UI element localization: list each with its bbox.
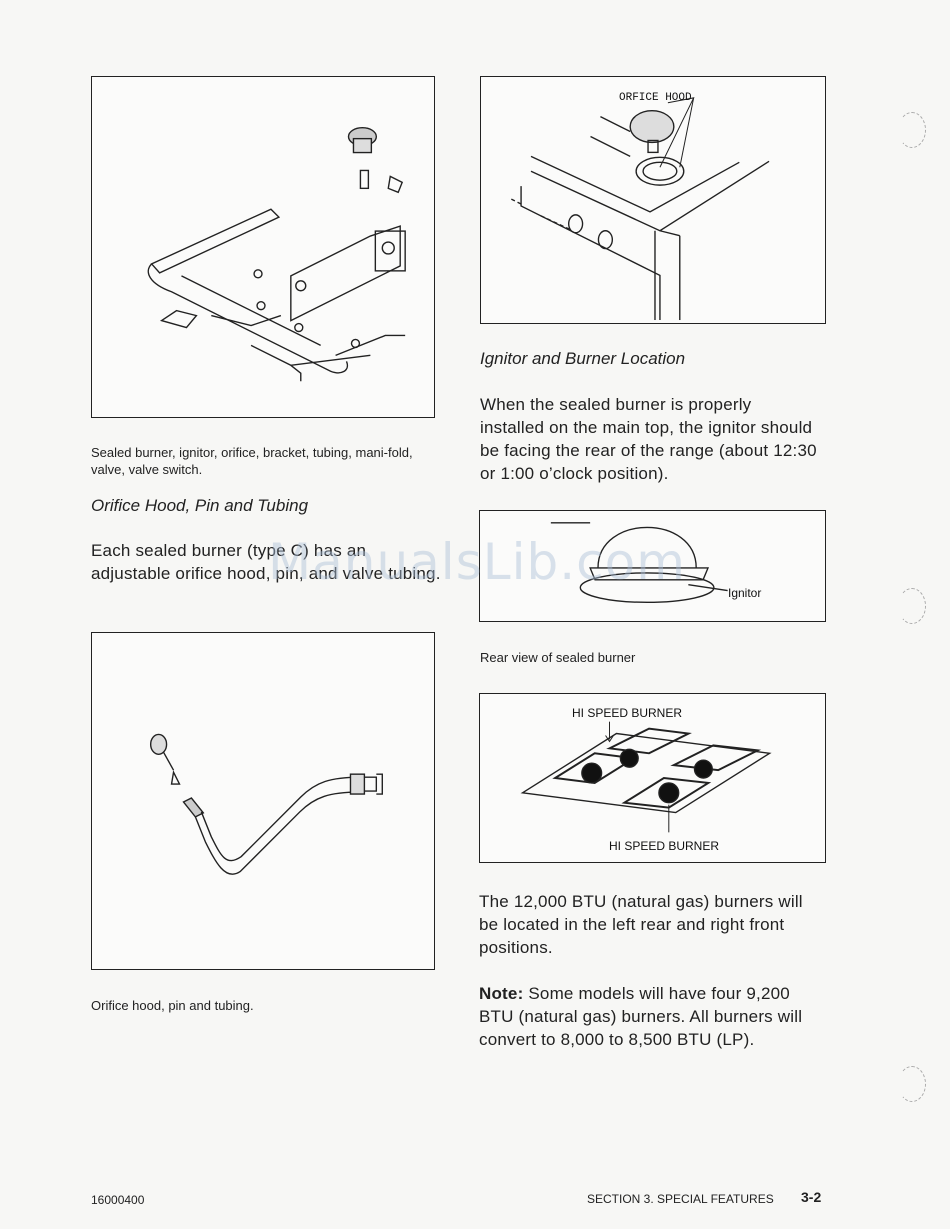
ignitor-label: Ignitor — [728, 586, 762, 600]
manualslib-watermark: ManualsLib.com — [268, 533, 686, 591]
hi-speed-burner-bottom-label: HI SPEED BURNER — [609, 839, 720, 853]
figure-orifice-hood-pin-tubing — [91, 632, 435, 970]
orifice-hood-label: ORFICE HOOD — [619, 92, 692, 104]
figure-sealed-burner-assembly — [91, 76, 435, 418]
note-paragraph: Note: Some models will have four 9,200 B… — [479, 982, 809, 1051]
sealed-burner-assembly-drawing — [147, 127, 406, 382]
orifice-hood-paragraph: Each sealed burner (type C) has an adjus… — [91, 541, 441, 583]
orifice-hood-location-drawing — [510, 97, 770, 321]
orifice-hood-pin-tubing-drawing — [149, 733, 383, 875]
section-label: SECTION 3. SPECIAL FEATURES — [587, 1192, 774, 1206]
orifice-hood-heading: Orifice Hood, Pin and Tubing — [91, 496, 309, 515]
figure-rear-view-burner: Ignitor — [479, 510, 826, 622]
ignitor-burner-location-heading: Ignitor and Burner Location — [480, 349, 686, 368]
figure-caption-sealed-burner: Sealed burner, ignitor, orifice, bracket… — [91, 445, 413, 477]
btu-positions-paragraph: The 12,000 BTU (natural gas) burners wil… — [479, 892, 803, 957]
document-number: 16000400 — [91, 1193, 145, 1207]
burner-positions-drawing — [520, 721, 772, 833]
figure-caption-orifice-hood-pin: Orifice hood, pin and tubing. — [91, 998, 254, 1013]
rear-view-burner-drawing — [550, 522, 728, 604]
punch-hole-mark — [898, 588, 926, 624]
punch-hole-mark — [898, 112, 926, 148]
figure-orifice-hood-location: ORFICE HOOD — [480, 76, 826, 324]
note-label: Note: — [479, 984, 524, 1003]
punch-hole-mark — [898, 1066, 926, 1102]
hi-speed-burner-top-label: HI SPEED BURNER — [572, 706, 683, 720]
note-text: Some models will have four 9,200 BTU (na… — [479, 984, 803, 1049]
ignitor-paragraph: When the sealed burner is properly insta… — [480, 395, 817, 483]
figure-caption-rear-view: Rear view of sealed burner — [480, 650, 636, 665]
figure-burner-positions: HI SPEED BURNER HI SPEED BURNER — [479, 693, 826, 863]
page-number: 3-2 — [801, 1189, 822, 1205]
